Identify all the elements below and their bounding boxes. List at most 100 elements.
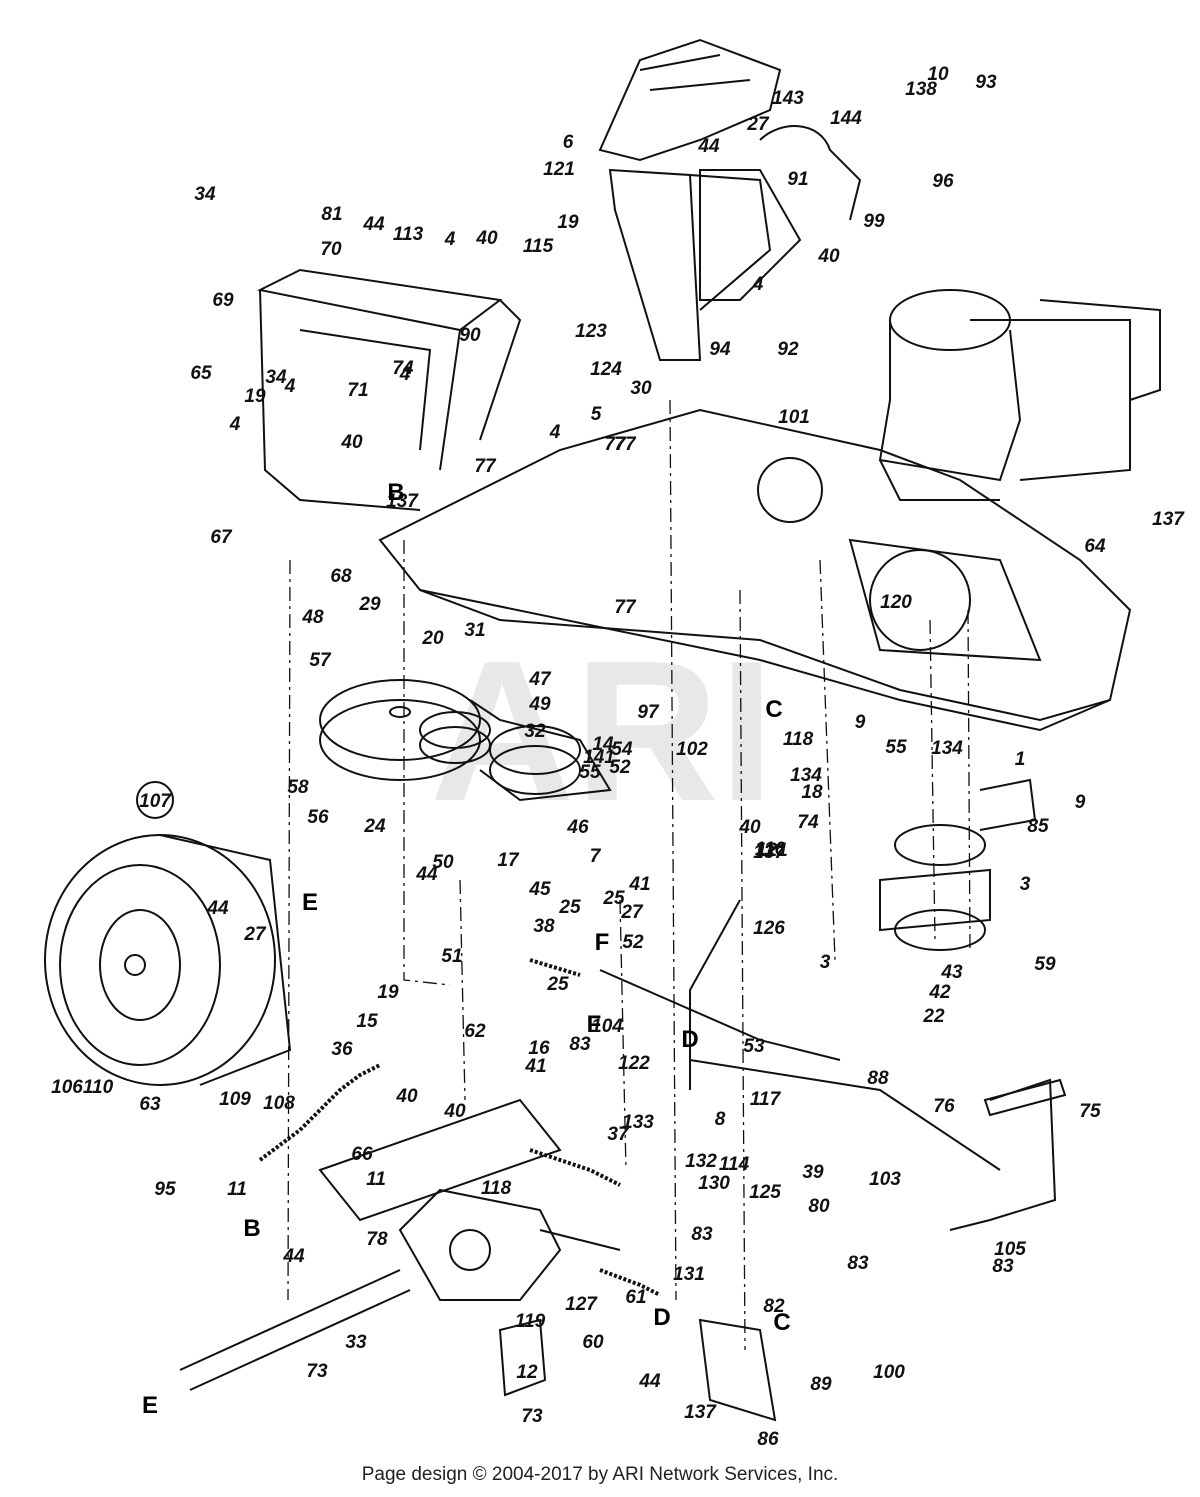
callout-77: 77 — [604, 434, 627, 455]
callout-130: 130 — [698, 1173, 730, 1194]
callout-4: 4 — [399, 364, 411, 385]
callout-19: 19 — [557, 212, 579, 233]
callout-85: 85 — [1027, 816, 1049, 837]
reference-letter-E: E — [142, 1392, 158, 1419]
callout-3: 3 — [1020, 874, 1031, 895]
callout-19: 19 — [244, 386, 266, 407]
callout-144: 144 — [830, 108, 862, 129]
callout-64: 64 — [1084, 536, 1106, 557]
callout-44: 44 — [206, 898, 229, 919]
callout-114: 114 — [719, 1154, 750, 1175]
callout-27: 27 — [746, 114, 770, 135]
pulley-32 — [489, 725, 581, 795]
bracket-12 — [498, 1318, 547, 1397]
callout-83: 83 — [691, 1224, 713, 1245]
callout-65: 65 — [190, 363, 212, 384]
callout-137: 137 — [386, 491, 419, 512]
callout-14: 14 — [592, 734, 614, 755]
callout-117: 117 — [750, 1089, 782, 1110]
callout-59: 59 — [1034, 954, 1056, 975]
callout-133: 133 — [622, 1112, 654, 1133]
reference-letter-D: D — [681, 1026, 698, 1053]
callout-24: 24 — [363, 816, 386, 837]
callout-40: 40 — [443, 1101, 466, 1122]
rod-126 — [689, 899, 741, 1090]
callout-105: 105 — [994, 1239, 1026, 1260]
callout-86: 86 — [757, 1429, 779, 1450]
reference-letter-F: F — [587, 1011, 602, 1038]
callout-11: 11 — [366, 1169, 386, 1190]
callout-16: 16 — [528, 1038, 550, 1059]
callout-70: 70 — [320, 239, 342, 260]
callout-107: 107 — [139, 791, 172, 812]
callout-66: 66 — [351, 1144, 373, 1165]
callout-46: 46 — [566, 817, 589, 838]
callout-40: 40 — [475, 228, 498, 249]
callout-118: 118 — [783, 729, 814, 750]
frame-plate — [378, 408, 1132, 732]
callout-134: 134 — [790, 765, 822, 786]
callout-60: 60 — [582, 1332, 604, 1353]
callout-43: 43 — [940, 962, 963, 983]
callout-42: 42 — [928, 982, 951, 1003]
callout-68: 68 — [330, 566, 352, 587]
callout-52: 52 — [609, 757, 631, 778]
callout-100: 100 — [873, 1362, 905, 1383]
engine-pulley — [879, 778, 1037, 951]
callout-120: 120 — [880, 592, 912, 613]
reference-letter-C: C — [765, 696, 782, 723]
spring-38 — [529, 958, 581, 977]
callout-50: 50 — [432, 852, 454, 873]
callout-8: 8 — [715, 1109, 726, 1130]
callout-44: 44 — [638, 1371, 661, 1392]
callout-131: 131 — [673, 1264, 705, 1285]
pulley-57 — [319, 679, 481, 781]
callout-31: 31 — [464, 620, 485, 641]
callout-1: 1 — [1015, 749, 1026, 770]
callout-74: 74 — [797, 812, 819, 833]
callout-47: 47 — [528, 669, 552, 690]
transaxle — [179, 1188, 621, 1391]
callout-44: 44 — [362, 214, 385, 235]
callout-11: 11 — [227, 1179, 247, 1200]
callout-30: 30 — [630, 378, 652, 399]
callout-137: 137 — [1152, 509, 1185, 530]
callout-57: 57 — [309, 650, 332, 671]
footer-copyright: Page design © 2004-2017 by ARI Network S… — [361, 1464, 839, 1485]
callout-96: 96 — [932, 171, 954, 192]
callout-76: 76 — [933, 1096, 955, 1117]
callout-141: 141 — [583, 747, 615, 768]
spring-37 — [529, 1148, 621, 1187]
callout-40: 40 — [738, 817, 761, 838]
callout-121: 121 — [756, 840, 788, 861]
callout-108: 108 — [263, 1093, 295, 1114]
belt — [469, 699, 612, 802]
callout-4: 4 — [549, 422, 561, 443]
callout-25: 25 — [602, 888, 625, 909]
callout-116: 116 — [755, 839, 786, 860]
callout-132: 132 — [685, 1151, 717, 1172]
callout-5: 5 — [591, 404, 602, 425]
engine — [878, 289, 1161, 501]
callout-69: 69 — [212, 290, 234, 311]
reference-letter-D: D — [653, 1304, 670, 1331]
callout-34: 34 — [194, 184, 216, 205]
reference-letter-F: F — [595, 929, 610, 956]
callout-109: 109 — [219, 1089, 251, 1110]
callout-77: 77 — [614, 597, 637, 618]
callout-107-circle — [136, 781, 174, 819]
callout-94: 94 — [709, 339, 731, 360]
callout-115: 115 — [523, 236, 554, 257]
callout-102: 102 — [676, 739, 708, 760]
callout-37: 37 — [607, 1124, 630, 1145]
callout-93: 93 — [975, 72, 997, 93]
shift-bracket — [699, 169, 802, 301]
callout-4: 4 — [229, 414, 241, 435]
callout-17: 17 — [497, 850, 520, 871]
spring-36 — [258, 1063, 381, 1162]
callout-20: 20 — [421, 628, 444, 649]
callout-67: 67 — [210, 527, 233, 548]
callout-134: 134 — [931, 738, 963, 759]
exploded-parts-drawing: ARI — [44, 38, 1185, 1450]
callout-15: 15 — [356, 1011, 378, 1032]
